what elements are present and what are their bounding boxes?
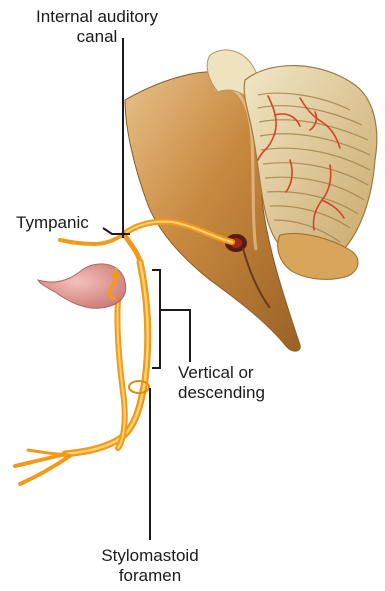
label-internal-auditory-canal-line2: canal bbox=[2, 27, 192, 47]
bracket-vertical-descending bbox=[152, 270, 160, 368]
label-internal-auditory-canal: Internal auditory canal bbox=[2, 7, 192, 47]
label-stylomastoid-foramen: Stylomastoid foramen bbox=[50, 546, 250, 586]
label-vertical-or-descending: Vertical or descending bbox=[178, 363, 265, 403]
label-tympanic: Tympanic bbox=[16, 213, 89, 233]
label-stylomastoid-line1: Stylomastoid bbox=[50, 546, 250, 566]
label-vertical-line1: Vertical or bbox=[178, 363, 265, 383]
leader-vertical-descending bbox=[160, 310, 190, 362]
label-stylomastoid-line2: foramen bbox=[50, 566, 250, 586]
geniculate-ganglion bbox=[38, 264, 126, 308]
label-vertical-line2: descending bbox=[178, 383, 265, 403]
label-tympanic-text: Tympanic bbox=[16, 213, 89, 233]
label-internal-auditory-canal-line1: Internal auditory bbox=[2, 7, 192, 27]
